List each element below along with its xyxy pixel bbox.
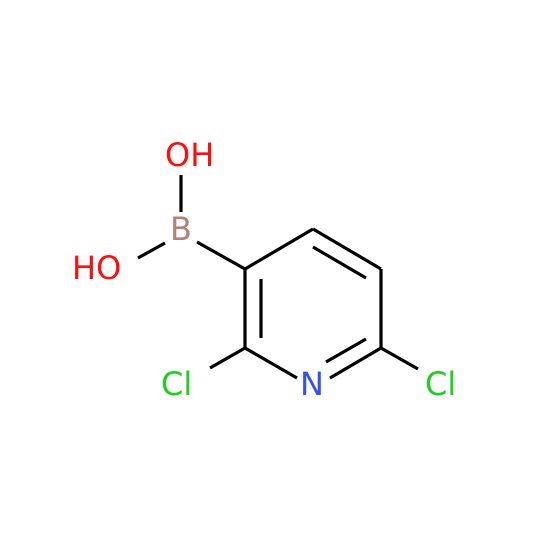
bond-c6-n	[329, 346, 382, 380]
bond-c6-cl2	[380, 346, 419, 371]
bond-n-c2	[244, 346, 298, 380]
bond-c4-c5	[312, 227, 382, 271]
atom-label-nitrogen: N	[300, 365, 324, 403]
bonds	[137, 175, 419, 380]
bond-c6-n-inner	[325, 337, 367, 364]
atom-label-oh-top: OH	[165, 136, 214, 174]
bond-c3-c4	[244, 227, 314, 271]
bond-b-o2	[137, 241, 166, 260]
atom-label-ho-left: HO	[72, 249, 121, 287]
atom-labels: OH B HO N Cl Cl	[72, 136, 456, 403]
bond-c2-cl1	[209, 346, 246, 370]
atom-label-chlorine-left: Cl	[161, 365, 192, 403]
atom-label-boron: B	[170, 210, 192, 248]
atom-label-chlorine-right: Cl	[425, 365, 456, 403]
bond-c4-c5-inner	[312, 245, 367, 280]
bond-b-c3	[196, 240, 246, 271]
